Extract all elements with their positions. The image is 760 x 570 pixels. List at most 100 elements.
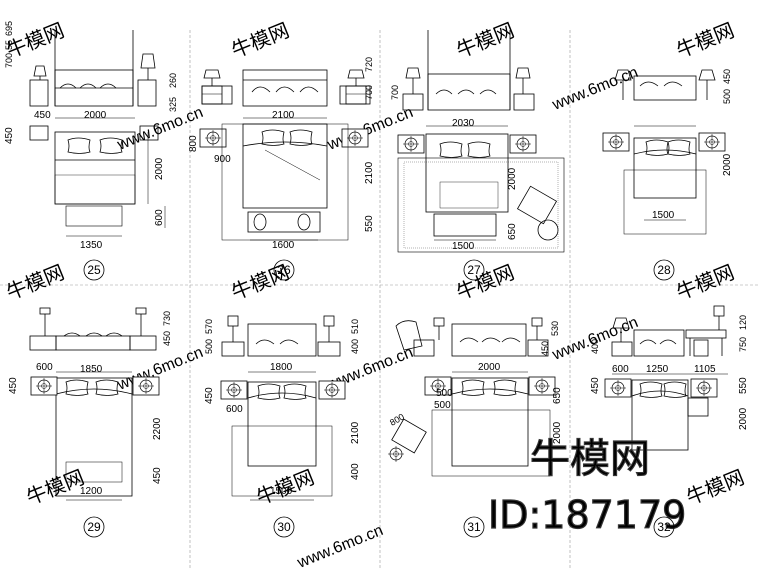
svg-text:1600: 1600 (272, 240, 295, 251)
svg-text:www.6mo.cn: www.6mo.cn (549, 64, 640, 114)
svg-text:600: 600 (612, 364, 629, 375)
svg-text:750: 750 (738, 337, 748, 352)
drawing-30 (221, 315, 345, 501)
svg-text:695: 695 (4, 21, 14, 36)
svg-text:700: 700 (390, 85, 400, 100)
svg-text:2000: 2000 (722, 153, 733, 176)
brand-watermark: 牛模网 ID:187179 (487, 435, 687, 537)
drawing-29-dims: 450 730 1850 600 450 2200 450 1200 (8, 311, 172, 497)
svg-text:450: 450 (4, 127, 15, 144)
drawing-30-dims: 500 570 400 510 1800 450 600 2100 400 15… (204, 319, 361, 497)
drawing-31-label: 31 (463, 516, 485, 538)
svg-text:600: 600 (154, 209, 165, 226)
svg-text:1250: 1250 (646, 364, 669, 375)
svg-text:600: 600 (226, 404, 243, 415)
svg-text:29: 29 (87, 520, 101, 534)
svg-text:2200: 2200 (152, 417, 163, 440)
svg-text:400: 400 (350, 463, 361, 480)
drawing-30-label: 30 (273, 516, 295, 538)
svg-text:32: 32 (657, 520, 671, 534)
drawing-28-label: 28 (653, 259, 675, 281)
svg-text:800: 800 (388, 412, 406, 428)
svg-text:450: 450 (204, 387, 215, 404)
svg-text:1200: 1200 (80, 486, 103, 497)
svg-text:31: 31 (467, 520, 481, 534)
svg-text:450: 450 (162, 331, 172, 346)
svg-text:500: 500 (434, 400, 451, 411)
svg-text:2000: 2000 (738, 407, 749, 430)
svg-text:2000: 2000 (478, 362, 501, 373)
svg-text:530: 530 (550, 321, 560, 336)
svg-text:1500: 1500 (270, 486, 293, 497)
drawing-32 (605, 305, 728, 451)
svg-text:1500: 1500 (652, 210, 675, 221)
svg-text:1105: 1105 (694, 364, 716, 375)
svg-text:450: 450 (722, 69, 732, 84)
svg-text:2030: 2030 (452, 118, 475, 129)
svg-text:450: 450 (152, 467, 163, 484)
svg-text:400: 400 (590, 339, 600, 354)
svg-text:牛模网: 牛模网 (453, 261, 517, 305)
drawing-26-label: 26 (273, 259, 295, 281)
svg-text:120: 120 (738, 315, 748, 330)
svg-text:700: 700 (4, 53, 14, 68)
drawing-27 (398, 30, 565, 253)
svg-text:1800: 1800 (270, 362, 293, 373)
svg-text:牛模网: 牛模网 (673, 261, 737, 305)
svg-text:450: 450 (590, 377, 601, 394)
svg-text:510: 510 (350, 319, 360, 334)
svg-text:2000: 2000 (84, 110, 107, 121)
svg-text:2000: 2000 (507, 167, 518, 190)
svg-text:26: 26 (277, 263, 291, 277)
svg-text:牛模网: 牛模网 (673, 19, 737, 63)
drawing-29 (29, 307, 159, 501)
svg-text:1350: 1350 (80, 240, 103, 251)
svg-text:2100: 2100 (364, 161, 375, 184)
svg-text:450: 450 (8, 377, 19, 394)
drawing-27-dims: 700 2030 2000 650 1500 (390, 85, 518, 252)
drawing-31-dims: 450 530 2000 500 500 800 650 2000 (388, 321, 563, 444)
svg-text:牛模网: 牛模网 (23, 466, 87, 510)
svg-text:30: 30 (277, 520, 291, 534)
svg-text:570: 570 (204, 319, 214, 334)
watermark-layer: 牛模网 牛模网 牛模网 牛模网 牛模网 牛模网 牛模网 牛模网 牛模网 牛模网 … (3, 19, 747, 570)
svg-text:2100: 2100 (350, 421, 361, 444)
drawing-25-label: 25 (83, 259, 105, 281)
svg-text:325: 325 (168, 97, 178, 112)
drawing-28-dims: 500 450 2000 1500 (652, 69, 733, 221)
svg-text:450: 450 (34, 110, 51, 121)
drawing-26-dims: 2100 800 900 700 720 2100 550 1600 (188, 57, 375, 251)
drawing-25-dims: 700 55 695 325 260 450 2000 450 2000 600… (4, 21, 178, 251)
drawing-27-label: 27 (463, 259, 485, 281)
drawing-28 (603, 69, 725, 235)
svg-text:730: 730 (162, 311, 172, 326)
svg-text:720: 720 (364, 57, 374, 72)
svg-text:650: 650 (507, 223, 518, 240)
svg-text:900: 900 (214, 154, 231, 165)
drawing-29-label: 29 (83, 516, 105, 538)
svg-text:450: 450 (540, 341, 550, 356)
drawing-25 (29, 30, 166, 237)
drawing-26 (200, 69, 371, 241)
svg-text:800: 800 (188, 135, 199, 152)
drawing-32-label: 32 (653, 516, 675, 538)
svg-text:500: 500 (722, 89, 732, 104)
svg-text:2000: 2000 (552, 421, 563, 444)
svg-text:25: 25 (87, 263, 101, 277)
svg-text:600: 600 (36, 362, 53, 373)
svg-text:650: 650 (552, 387, 563, 404)
svg-text:550: 550 (364, 215, 375, 232)
svg-text:27: 27 (467, 263, 481, 277)
drawing-31 (387, 317, 555, 477)
svg-text:260: 260 (168, 73, 178, 88)
svg-text:1500: 1500 (452, 241, 475, 252)
svg-text:ID:187179: ID:187179 (488, 493, 686, 537)
svg-text:www.6mo.cn: www.6mo.cn (294, 522, 385, 570)
svg-text:牛模网: 牛模网 (530, 436, 650, 482)
svg-text:2000: 2000 (154, 157, 165, 180)
svg-text:400: 400 (350, 339, 360, 354)
svg-text:500: 500 (436, 388, 453, 399)
svg-text:2100: 2100 (272, 110, 295, 121)
svg-text:700: 700 (364, 85, 374, 100)
svg-text:1850: 1850 (80, 364, 103, 375)
